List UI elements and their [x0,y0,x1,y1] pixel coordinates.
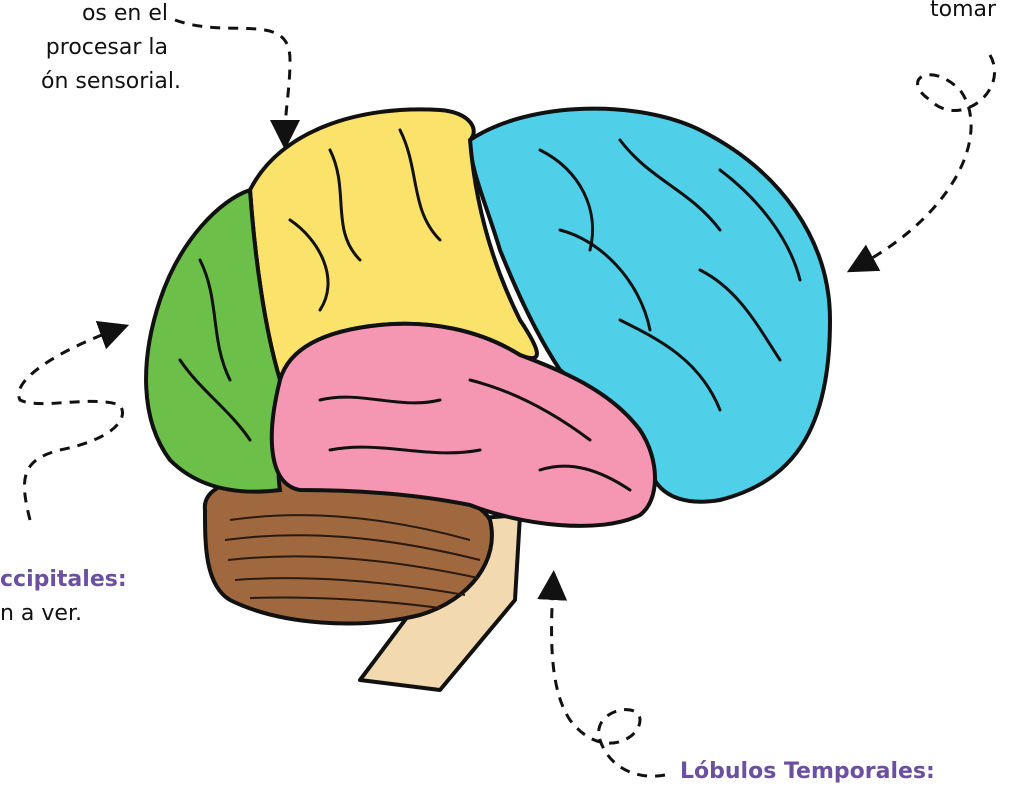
parietal-caption-line1: os en el [82,0,168,28]
temporal-arrow [552,585,665,776]
frontal-arrow [860,55,995,265]
occipital-caption: n a ver. [0,600,82,628]
temporal-heading: Lóbulos Temporales: [680,758,935,786]
occipital-arrow [19,330,123,520]
parietal-arrow [175,20,290,135]
frontal-caption-fragment: tomar [930,0,996,24]
parietal-caption-line2: procesar la [46,34,168,62]
occipital-heading: ccipitales: [0,566,127,594]
parietal-caption-line3: ón sensorial. [41,68,181,96]
